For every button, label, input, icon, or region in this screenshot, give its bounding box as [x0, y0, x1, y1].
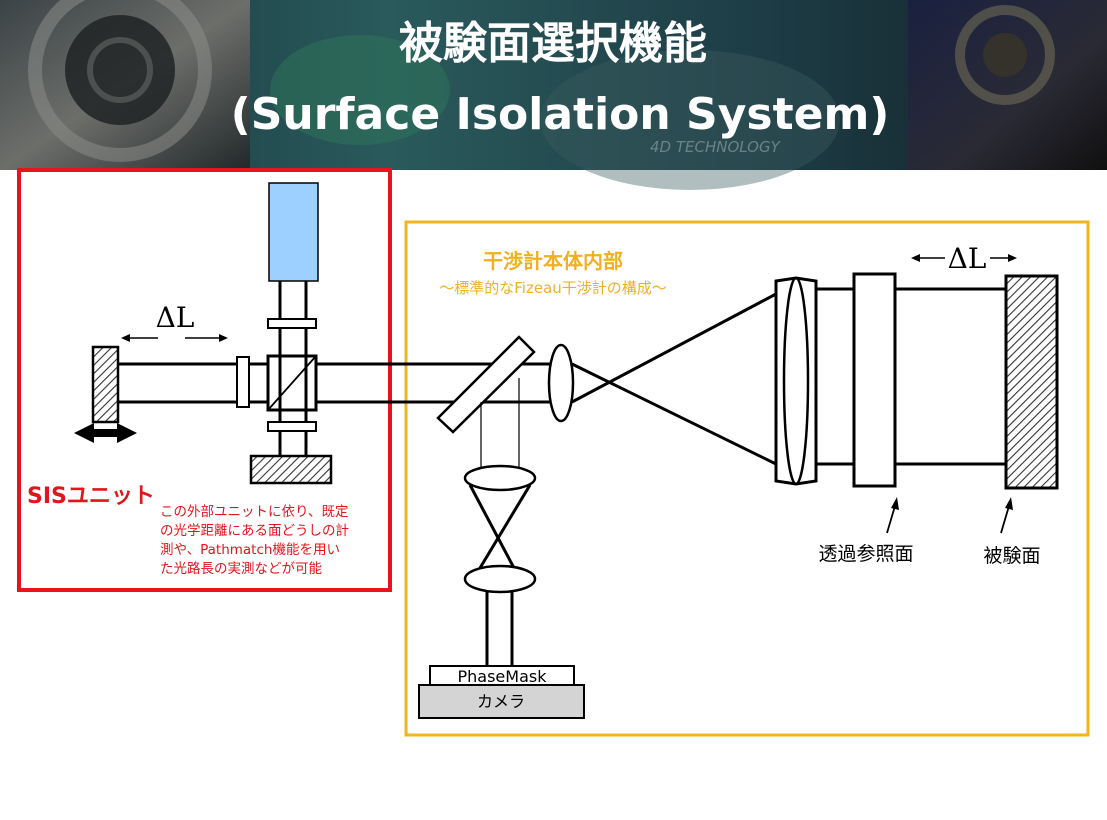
diverging-cone [571, 292, 777, 466]
collimated-beam [816, 287, 1006, 466]
fold-mirror [436, 335, 536, 434]
sis-description-line: この外部ユニットに依り、既定 [160, 504, 348, 520]
phasemask: PhaseMask [429, 665, 575, 686]
transmission-reference-flat [852, 272, 897, 488]
interferometer-delta-l-label: ΔL [948, 242, 987, 275]
sis-movable-mirror [91, 345, 120, 424]
upper-plate [267, 318, 317, 329]
interferometer-title: 干渉計本体内部 [483, 249, 623, 273]
imaging-beam [468, 378, 532, 666]
test-surface [1004, 274, 1059, 490]
sis-unit-frame [17, 168, 392, 592]
header-photo-right [908, 0, 1107, 170]
interferometer-frame [404, 220, 1090, 737]
header-banner: 4D TECHNOLOGY 被験面選択機能 (Surface Isolation… [0, 0, 1107, 190]
header-photo-middle-glow [270, 35, 450, 145]
camera: カメラ [418, 684, 585, 719]
sis-delta-arrows [121, 334, 228, 342]
sis-window-plate [236, 356, 250, 408]
focusing-lens [547, 343, 575, 423]
sis-description-line: の光学距離にある面どうしの計 [160, 523, 349, 539]
double-arrow-icon [74, 423, 137, 443]
sis-description: この外部ユニットに依り、既定の光学距離にある面どうしの計測や、Pathmatch… [160, 504, 349, 577]
imaging-lens-upper [463, 464, 537, 492]
lower-plate [267, 421, 317, 432]
sis-base-plate [249, 454, 333, 485]
sis-unit-label: SISユニット [27, 484, 155, 509]
title-japanese: 被験面選択機能 [399, 18, 707, 69]
sis-description-line: た光路長の実測などが可能 [160, 561, 322, 577]
sis-delta-l-label: ΔL [156, 301, 195, 334]
reference-pointer-arrow [886, 497, 899, 534]
test-surface-label: 被験面 [983, 545, 1040, 567]
test-pointer-arrow [1000, 497, 1013, 534]
sis-description-line: 測や、Pathmatch機能を用い [160, 542, 340, 558]
phasemask-label: PhaseMask [458, 667, 548, 686]
title-english: (Surface Isolation System) [231, 89, 890, 140]
header-watermark: 4D TECHNOLOGY [650, 138, 782, 156]
interferometer-subtitle: ～標準的なFizeau干渉計の構成～ [439, 279, 667, 297]
beam-splitter-cube [266, 354, 318, 412]
camera-label: カメラ [477, 692, 525, 711]
interferometer-delta-arrows [911, 254, 1017, 262]
imaging-lens-lower [463, 564, 537, 594]
reference-surface-label: 透過参照面 [818, 543, 913, 565]
collimator-lens [774, 276, 818, 486]
light-source [268, 182, 319, 282]
